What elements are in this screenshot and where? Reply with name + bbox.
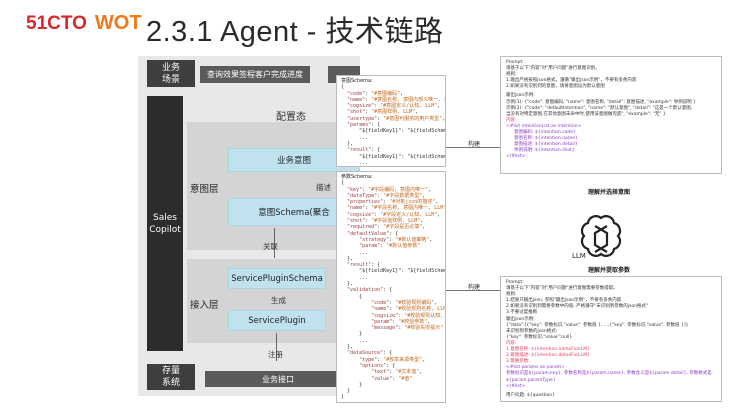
biz-scene-label: 业务场景 bbox=[147, 60, 195, 87]
logo-wot: WOT bbox=[94, 12, 142, 34]
brand-logo: 51CTO WOT bbox=[26, 12, 142, 35]
service-plugin-schema-box: ServicePluginSchema bbox=[228, 268, 326, 289]
legacy-system-label: 存量系统 bbox=[147, 364, 195, 390]
llm-label: LLM bbox=[572, 252, 586, 260]
param-prompt-panel: Prompt: 请基于以下"内容"对"用户问题"进行意图需要参数提取。 规则: … bbox=[500, 276, 722, 402]
intent-layer bbox=[187, 122, 360, 250]
access-layer-label: 接入层 bbox=[190, 300, 219, 311]
intent-layer-label: 意图层 bbox=[190, 184, 219, 195]
service-plugin-box: ServicePlugin bbox=[228, 310, 326, 331]
describe-label: 描述 bbox=[316, 183, 331, 192]
build-connector-top bbox=[446, 147, 500, 148]
param-schema-panel: 参数Schema: { "key": "#字段编码, 意图内唯一", "data… bbox=[336, 171, 446, 403]
register-label: 注册 bbox=[268, 350, 283, 359]
intent-schema-code: { "code": "#意图编码", "name": "#意图名称, 意图内部义… bbox=[341, 84, 446, 166]
llm-icon bbox=[581, 215, 621, 257]
build-connector-bottom bbox=[446, 290, 500, 291]
understand-extract-note: 理解并提取参数 bbox=[588, 267, 631, 274]
relate-arrow bbox=[274, 228, 275, 258]
business-api-box: 业务接口 bbox=[205, 371, 351, 387]
logo-51cto: 51CTO bbox=[26, 12, 87, 34]
config-state-title: 配置态 bbox=[276, 112, 306, 123]
param-schema-title: 参数Schema: bbox=[341, 174, 373, 180]
intent-schema-panel: 意图Schema: { "code": "#意图编码", "name": "#意… bbox=[336, 75, 446, 167]
build-label-top: 构建 bbox=[468, 141, 481, 148]
intent-schema-title: 意图Schema: bbox=[341, 78, 373, 84]
generate-label: 生成 bbox=[271, 296, 286, 305]
intent-prompt-panel: Prompt: 请基于以下"内容"对"用户问题"进行意图识别。 规则: 1.输出… bbox=[500, 56, 722, 174]
slide-title: 2.3.1 Agent - 技术链路 bbox=[146, 16, 444, 48]
register-arrow bbox=[276, 333, 277, 361]
relate-label: 关联 bbox=[263, 242, 278, 251]
build-label-bottom: 构建 bbox=[468, 284, 481, 291]
biz-scene-box: 查询效果签程客户完成进度 bbox=[200, 66, 310, 83]
param-schema-code: { "key": "#字段编码, 意图内唯一", "dataType": "#字… bbox=[341, 180, 446, 401]
understand-select-note: 理解并选择意图 bbox=[588, 189, 631, 196]
